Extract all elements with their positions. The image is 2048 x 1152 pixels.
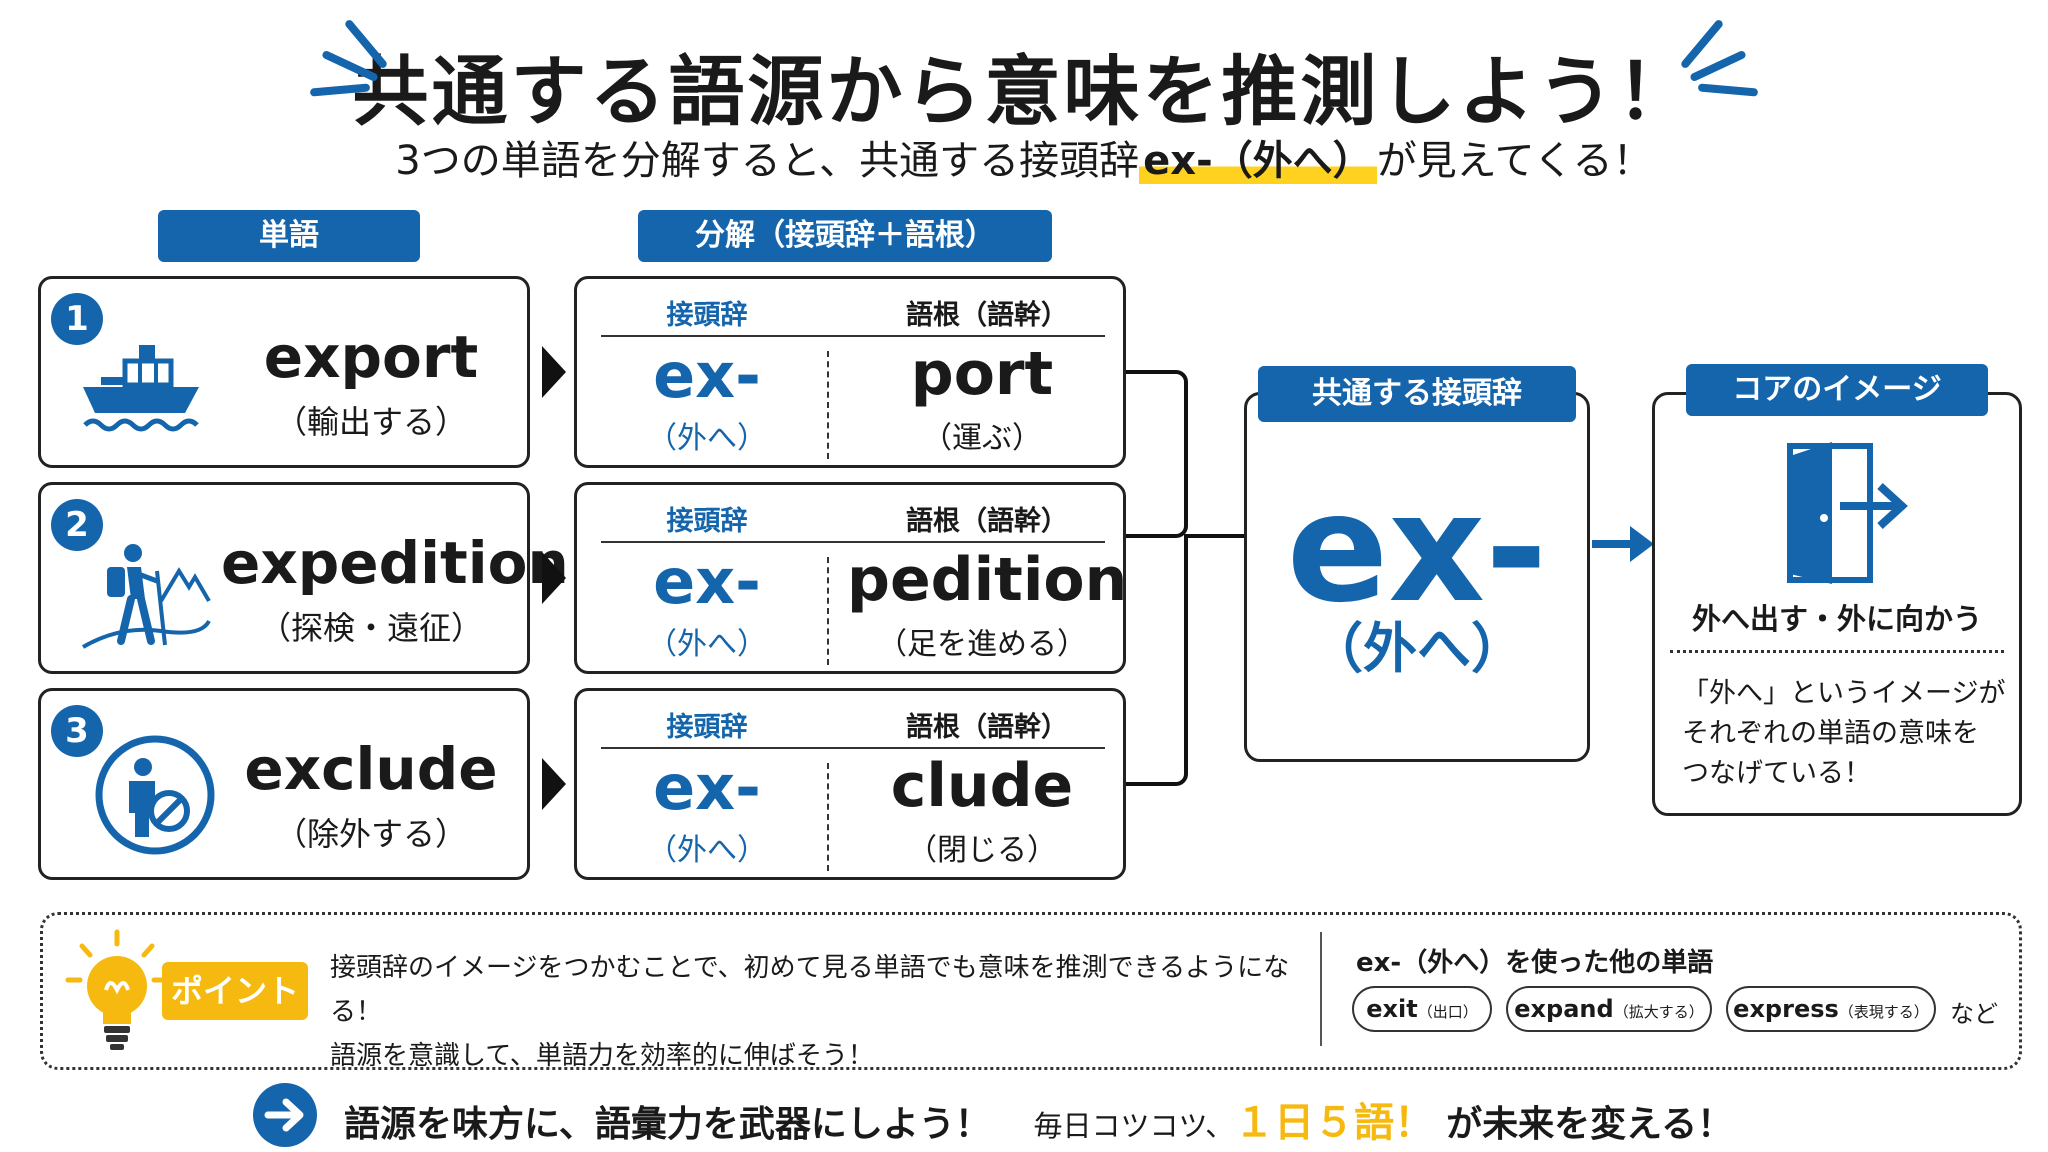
header-word: 単語 xyxy=(158,210,420,262)
divider-line xyxy=(601,747,1105,749)
title-burst-right xyxy=(1679,18,1759,100)
root-label: 語根（語幹） xyxy=(906,300,1068,331)
root-meaning: （足を進める） xyxy=(877,627,1087,662)
root-text: port xyxy=(910,339,1054,409)
word-meaning: （輸出する） xyxy=(274,403,467,441)
word-meaning: （除外する） xyxy=(274,815,467,853)
common-prefix-text: ex- xyxy=(1286,462,1548,636)
common-prefix-meaning: （外へ） xyxy=(1309,617,1525,680)
word-card-1: 1 export （輸出する） xyxy=(38,276,530,468)
prefix-text: ex- xyxy=(653,339,761,412)
subtitle-before: 3つの単語を分解すると、共通する接頭辞 xyxy=(395,138,1140,184)
root-label: 語根（語幹） xyxy=(906,506,1068,537)
root-meaning: （運ぶ） xyxy=(922,421,1042,456)
point-line: 接頭辞のイメージをつかむことで、初めて見る単語でも意味を推測できるようになる！ xyxy=(330,953,1290,1027)
exclude-person-icon xyxy=(95,735,215,855)
root-meaning: （閉じる） xyxy=(907,833,1057,868)
arrow-triangle-icon xyxy=(542,552,566,604)
example-meaning: （表現する） xyxy=(1838,1003,1929,1021)
subtitle-after: が見えてくる！ xyxy=(1376,138,1653,184)
decompose-card-1: 接頭辞 語根（語幹） ex- （外へ） port （運ぶ） xyxy=(574,276,1126,468)
header-common: 共通する接頭辞 xyxy=(1258,366,1576,422)
arrow-triangle-icon xyxy=(542,346,566,398)
word-text: exclude xyxy=(244,735,498,803)
prefix-meaning: （外へ） xyxy=(647,627,767,662)
page-title: 共通する語源から意味を推測しよう！ xyxy=(352,47,1696,136)
hiker-icon xyxy=(81,544,211,649)
footer-accent: １日５語！ xyxy=(1234,1100,1435,1146)
word-card-3: 3 exclude （除外する） xyxy=(38,688,530,880)
example-chip-express: express（表現する） xyxy=(1726,986,1936,1032)
connector-line xyxy=(1186,534,1244,538)
divider-line xyxy=(601,541,1105,543)
prefix-label: 接頭辞 xyxy=(666,712,748,743)
header-core: コアのイメージ xyxy=(1686,364,1988,416)
dashed-divider xyxy=(827,763,829,871)
number-badge: 3 xyxy=(51,705,103,757)
footer-part2: 毎日コツコツ、 xyxy=(1033,1109,1235,1143)
example-word: express xyxy=(1733,995,1839,1023)
prefix-text: ex- xyxy=(653,751,761,824)
prefix-meaning: （外へ） xyxy=(647,833,767,868)
core-image-text: 外へ出す・外に向かう xyxy=(1691,602,1982,636)
point-line: 語源を意識して、単語力を効率的に伸ばそう！ xyxy=(330,1041,874,1071)
prefix-text: ex- xyxy=(653,545,761,618)
decompose-card-3: 接頭辞 語根（語幹） ex- （外へ） clude （閉じる） xyxy=(574,688,1126,880)
subtitle-highlight: ex-（外へ） xyxy=(1139,138,1377,184)
arrow-triangle-icon xyxy=(542,758,566,810)
word-meaning: （探検・遠征） xyxy=(258,609,483,647)
example-chip-expand: expand（拡大する） xyxy=(1506,986,1712,1032)
arrow-right-icon xyxy=(1592,526,1654,562)
core-dotted-divider xyxy=(1670,650,2004,653)
header-decompose: 分解（接頭辞＋語根） xyxy=(638,210,1052,262)
lightbulb-icon xyxy=(65,929,169,1050)
point-box xyxy=(40,912,2022,1070)
prefix-label: 接頭辞 xyxy=(666,506,748,537)
example-word: exit xyxy=(1366,995,1418,1023)
connector-bracket-bottom xyxy=(1126,534,1188,786)
decompose-card-2: 接頭辞 語根（語幹） ex- （外へ） pedition （足を進める） xyxy=(574,482,1128,674)
connector-bracket-top xyxy=(1126,370,1188,538)
other-words-title: ex-（外へ）を使った他の単語 xyxy=(1356,948,1714,978)
footer-part3: が未来を変える！ xyxy=(1446,1104,1734,1145)
title-burst-left xyxy=(309,18,389,100)
core-desc-line: つなげている！ xyxy=(1682,758,1871,789)
arrow-right-circle-icon xyxy=(253,1083,317,1147)
word-text: export xyxy=(263,323,479,391)
door-exit-icon xyxy=(1787,442,1908,584)
prefix-meaning: （外へ） xyxy=(647,421,767,456)
footer-message: 語源を味方に、語彙力を武器にしよう！ 毎日コツコツ、１日５語！ が未来を変える！ xyxy=(344,1090,1733,1148)
root-label: 語根（語幹） xyxy=(906,712,1068,743)
example-meaning: （出口） xyxy=(1417,1003,1478,1021)
word-card-2: 2 expedition （探検・遠征） xyxy=(38,482,569,674)
number-badge: 2 xyxy=(51,499,103,551)
example-meaning: （拡大する） xyxy=(1613,1003,1704,1021)
root-text: pedition xyxy=(847,545,1128,615)
point-text: 接頭辞のイメージをつかむことで、初めて見る単語でも意味を推測できるようになる！ … xyxy=(330,946,1320,1078)
point-divider xyxy=(1320,932,1322,1046)
word-text: expedition xyxy=(221,529,569,597)
example-word: expand xyxy=(1514,995,1614,1023)
footer-part1: 語源を味方に、語彙力を武器にしよう！ xyxy=(344,1104,991,1145)
example-chip-exit: exit（出口） xyxy=(1352,986,1492,1032)
core-description: 「外へ」というイメージが それぞれの単語の意味を つなげている！ xyxy=(1682,674,2012,794)
divider-line xyxy=(601,335,1105,337)
number-badge: 1 xyxy=(51,293,103,345)
prefix-label: 接頭辞 xyxy=(666,300,748,331)
core-desc-line: 「外へ」というイメージが xyxy=(1682,678,2006,709)
dashed-divider xyxy=(827,557,829,665)
common-prefix-box xyxy=(1244,392,1590,762)
ship-icon xyxy=(83,345,199,432)
point-badge: ポイント xyxy=(162,962,308,1020)
dashed-divider xyxy=(827,351,829,459)
root-text: clude xyxy=(890,751,1074,821)
etc-text: など xyxy=(1950,1000,1998,1028)
core-desc-line: それぞれの単語の意味を xyxy=(1682,718,1979,749)
